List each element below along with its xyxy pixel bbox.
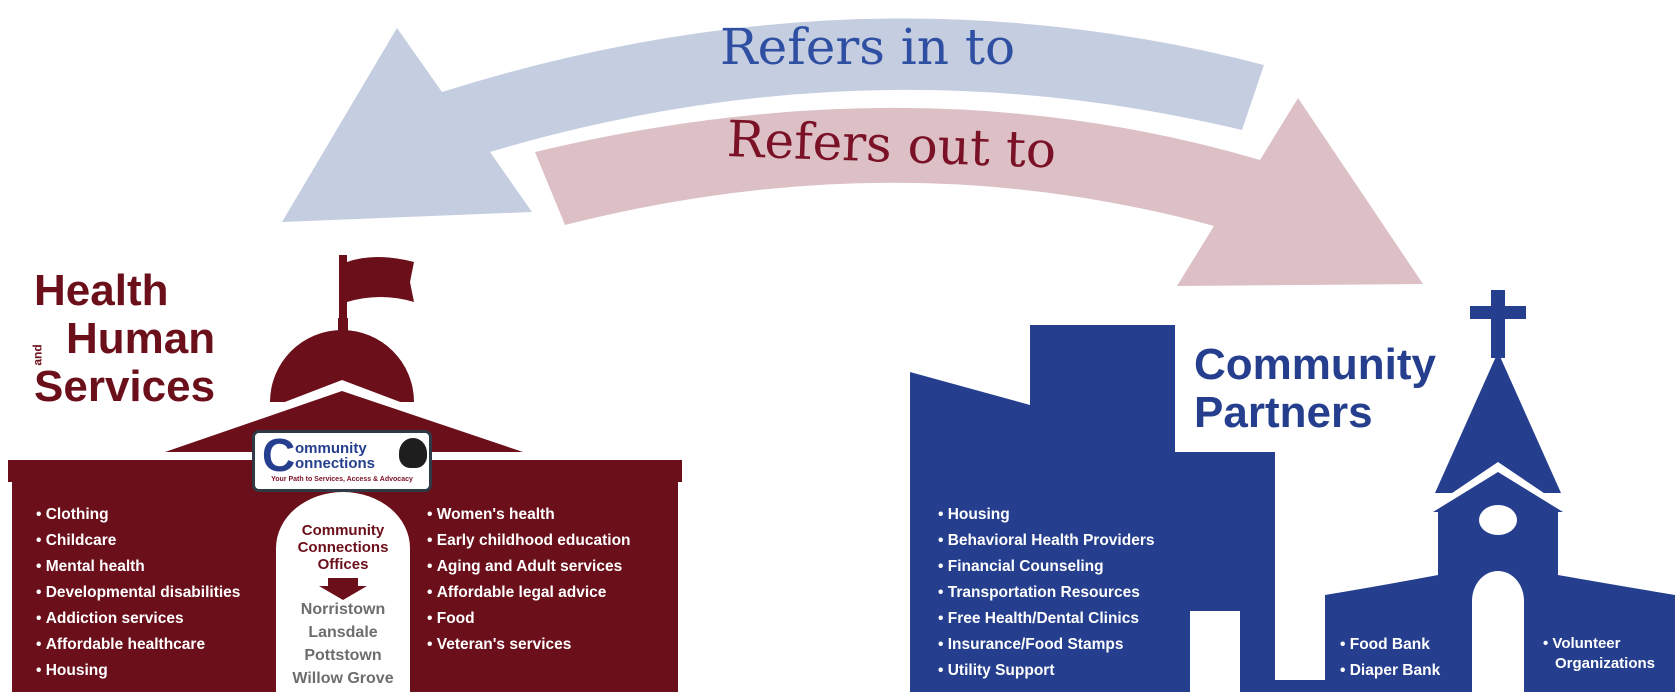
logo-letter-c: C: [262, 429, 296, 481]
list-item: Aging and Adult services: [427, 554, 631, 580]
hhs-services-left: Clothing Childcare Mental health Develop…: [36, 502, 241, 684]
list-item: Transportation Resources: [938, 580, 1154, 606]
list-item: Early childhood education: [427, 528, 631, 554]
volunteer-line2: Organizations: [1555, 655, 1656, 672]
flag: [347, 257, 414, 302]
hhs-title-line1: Health: [34, 266, 169, 315]
offices-title-line2: Connections: [297, 539, 389, 556]
list-item: Utility Support: [938, 658, 1154, 684]
logo-line1: ommunity: [295, 440, 367, 457]
cross-horizontal: [1470, 306, 1526, 319]
list-item: Behavioral Health Providers: [938, 528, 1155, 554]
list-item: Women's health: [427, 502, 631, 528]
list-item: Willow Grove: [292, 670, 394, 687]
church-door: [1472, 571, 1524, 692]
community-connections-logo: C ommunity onnections Your Path to Servi…: [252, 430, 432, 492]
list-item: Financial Counseling: [938, 554, 1154, 580]
volunteer-line1: • Volunteer: [1543, 635, 1621, 652]
refers-in-label: Refers in to: [720, 18, 1016, 76]
offices-title: Community Connections Offices: [276, 522, 410, 573]
dome: [270, 330, 414, 402]
list-item: Mental health: [36, 554, 240, 580]
logo-tree-icon: [399, 438, 427, 468]
list-item: Housing: [36, 658, 240, 684]
church-services-left: Food Bank Diaper Bank: [1340, 632, 1440, 684]
cross-vertical: [1491, 290, 1505, 358]
list-item: Affordable legal advice: [427, 580, 631, 606]
offices-title-line3: Offices: [317, 556, 369, 573]
refers-out-label: Refers out to: [725, 110, 1058, 180]
office-locations: Norristown Lansdale Pottstown Willow Gro…: [276, 598, 410, 690]
logo-tagline: Your Path to Services, Access & Advocacy: [271, 476, 413, 483]
partners-title-line2: Partners: [1194, 388, 1373, 437]
list-item: Clothing: [36, 502, 240, 528]
steeple: [1435, 352, 1561, 493]
down-arrow: [319, 578, 367, 600]
church-roof: [1433, 472, 1563, 512]
offices-title-line1: Community: [301, 522, 385, 539]
list-item: Childcare: [36, 528, 240, 554]
list-item: Free Health/Dental Clinics: [938, 606, 1154, 632]
church-services-right: • Volunteer Organizations: [1543, 634, 1655, 674]
partners-title-line1: Community: [1194, 340, 1436, 389]
list-item: Food Bank: [1340, 632, 1440, 658]
hhs-services-right: Women's health Early childhood education…: [427, 502, 631, 658]
list-item: Diaper Bank: [1340, 658, 1440, 684]
list-item: Insurance/Food Stamps: [938, 632, 1154, 658]
flag-pole: [339, 255, 347, 325]
list-item: Lansdale: [308, 624, 378, 641]
church-window: [1479, 505, 1517, 535]
partners-services: Housing Behavioral Health Providers Fina…: [938, 502, 1155, 684]
list-item: Food: [427, 606, 631, 632]
list-item: Addiction services: [36, 606, 240, 632]
list-item: Affordable healthcare: [36, 632, 240, 658]
hhs-title-line3: Services: [34, 362, 216, 411]
refers-in-arrow: [282, 18, 1264, 222]
hhs-title-line2: Human: [66, 314, 216, 363]
list-item: Veteran's services: [427, 632, 631, 658]
list-item: Norristown: [300, 601, 386, 618]
list-item: Developmental disabilities: [36, 580, 241, 606]
list-item: Housing: [938, 502, 1154, 528]
list-item: Pottstown: [304, 647, 382, 664]
logo-line2: onnections: [295, 455, 376, 472]
building-doorway: [1190, 611, 1240, 692]
refers-out-arrow: [535, 98, 1423, 286]
